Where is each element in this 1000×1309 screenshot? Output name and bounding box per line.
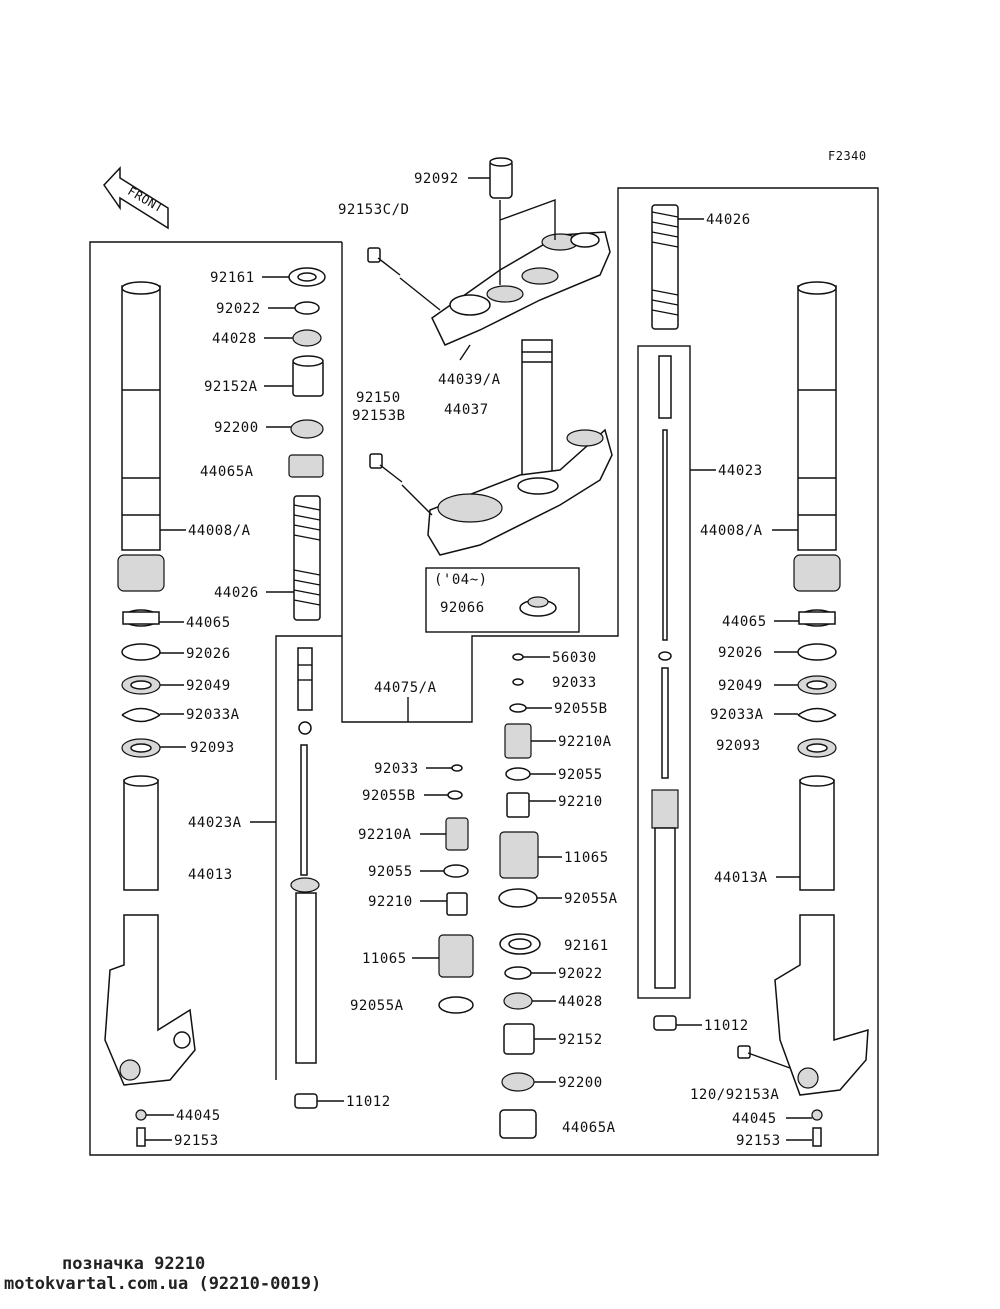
upper-triple-clamp	[431, 157, 611, 346]
part-label: 44008/A	[188, 523, 251, 539]
right-seal-stack	[797, 609, 837, 758]
inset-box-04	[425, 567, 580, 633]
part-label: 92210A	[558, 734, 612, 750]
part-label: 92153	[736, 1133, 781, 1149]
bolt-leader	[401, 484, 433, 516]
part-label: 92066	[440, 600, 485, 616]
part-label: 92161	[564, 938, 609, 954]
left-spring-icon	[293, 495, 321, 621]
part-label: 44008/A	[700, 523, 763, 539]
part-label: 92026	[186, 646, 231, 662]
part-label: 92049	[186, 678, 231, 694]
part-label: 92033A	[710, 707, 764, 723]
part-label: 92022	[558, 966, 603, 982]
nut-92066	[519, 596, 557, 617]
part-label: 11065	[564, 850, 609, 866]
right-spring-icon	[651, 204, 679, 330]
diagram-code: F2340	[828, 149, 867, 163]
part-label: 92055B	[554, 701, 608, 717]
footer-part-note: позначка 92210	[62, 1254, 206, 1274]
part-label: 92055	[558, 767, 603, 783]
bolt-icon	[369, 453, 403, 483]
part-label: 44045	[732, 1111, 777, 1127]
left-lower-leg	[104, 775, 196, 1086]
part-label: 92055B	[362, 788, 416, 804]
part-label: 44065A	[562, 1120, 616, 1136]
middle-parts-column	[498, 653, 541, 1139]
part-label: 92092	[414, 171, 459, 187]
part-label: 92033	[552, 675, 597, 691]
part-label: 44013	[188, 867, 233, 883]
part-label: 44065	[722, 614, 767, 630]
part-label: 44023	[718, 463, 763, 479]
part-label: 44037	[444, 402, 489, 418]
right-cap-11012	[653, 1015, 677, 1031]
part-label: 92093	[716, 738, 761, 754]
part-label: 92152	[558, 1032, 603, 1048]
cartridge-right-box	[637, 345, 691, 999]
part-label: 44065A	[200, 464, 254, 480]
part-label: 92210A	[358, 827, 412, 843]
part-label: 44026	[214, 585, 259, 601]
bolt-icon	[367, 247, 401, 276]
left-cap-11012	[294, 1093, 318, 1109]
part-label: 92055A	[564, 891, 618, 907]
part-label: 92200	[558, 1075, 603, 1091]
inset-year-label: ('04~)	[434, 572, 488, 588]
part-label: 92153B	[352, 408, 406, 424]
part-label: 92150	[356, 390, 401, 406]
part-label: 92026	[718, 645, 763, 661]
left-cap-parts	[288, 267, 326, 478]
inner-frame-cartridge-left	[275, 635, 342, 1080]
part-label: 11012	[346, 1094, 391, 1110]
part-label: 92049	[718, 678, 763, 694]
clamp-leader-2	[499, 199, 556, 240]
part-label: 56030	[552, 650, 597, 666]
left-fork-tube	[117, 281, 165, 592]
part-label: 92022	[216, 301, 261, 317]
front-arrow-icon: FRONT	[103, 166, 169, 230]
part-label: 44013A	[714, 870, 768, 886]
center-seals	[438, 764, 474, 1014]
part-label: 44028	[558, 994, 603, 1010]
part-label: 44065	[186, 615, 231, 631]
part-label: 120/92153A	[690, 1087, 779, 1103]
bolt-leader	[399, 277, 441, 311]
left-axle-nut	[135, 1109, 147, 1147]
part-label: 44075/A	[374, 680, 437, 696]
left-seal-stack	[121, 609, 161, 758]
part-label: 92161	[210, 270, 255, 286]
part-label: 44023A	[188, 815, 242, 831]
part-label: 92055	[368, 864, 413, 880]
part-label: 11065	[362, 951, 407, 967]
part-label: 92055A	[350, 998, 404, 1014]
steering-stem	[427, 339, 613, 556]
part-label: 92033A	[186, 707, 240, 723]
left-cartridge	[290, 647, 320, 1064]
right-axle-bolt	[737, 1045, 823, 1147]
part-label: 92153	[174, 1133, 219, 1149]
part-label: 92152A	[204, 379, 258, 395]
right-fork-tube	[793, 281, 841, 592]
part-label: 44039/A	[438, 372, 501, 388]
right-cartridge	[651, 355, 679, 989]
outer-frame-left	[89, 187, 879, 1156]
footer-site-link[interactable]: motokvartal.com.ua (92210-0019)	[4, 1274, 322, 1294]
part-label: 44026	[706, 212, 751, 228]
part-label: 92153C/D	[338, 202, 409, 218]
part-label: 92093	[190, 740, 235, 756]
part-label: 11012	[704, 1018, 749, 1034]
part-label: 92210	[558, 794, 603, 810]
right-lower-leg	[774, 775, 869, 1096]
part-label: 44028	[212, 331, 257, 347]
part-label: 92210	[368, 894, 413, 910]
part-label: 92200	[214, 420, 259, 436]
part-label: 92033	[374, 761, 419, 777]
part-label: 44045	[176, 1108, 221, 1124]
leader-lines	[145, 177, 812, 1141]
